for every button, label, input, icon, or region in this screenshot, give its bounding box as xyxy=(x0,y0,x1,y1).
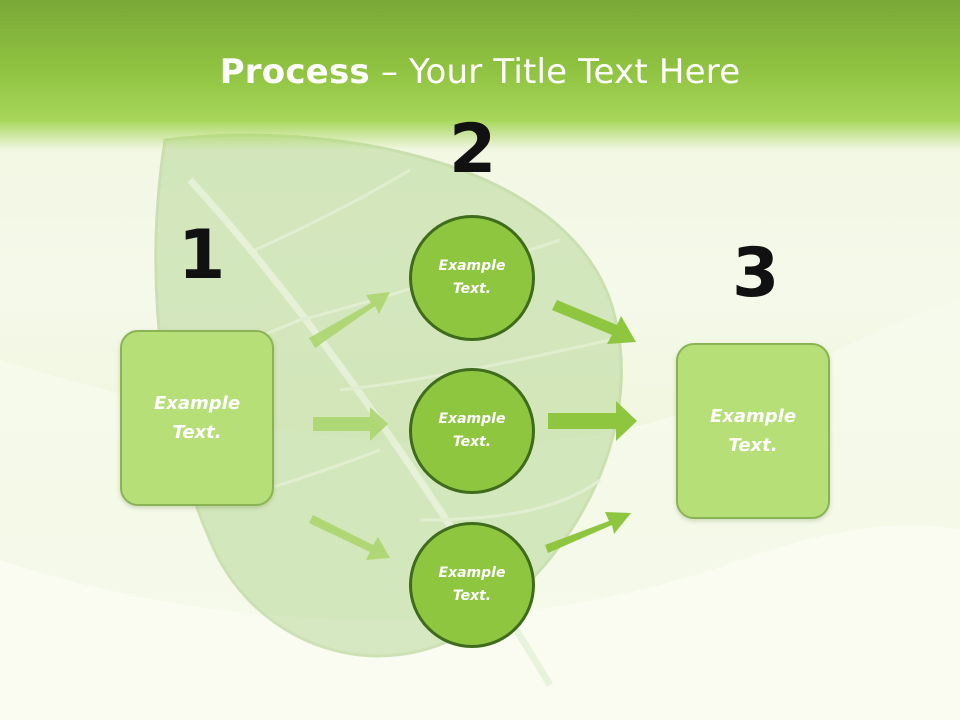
step2-circle-1: Example Text. xyxy=(409,215,535,341)
title-band xyxy=(0,0,960,150)
step1-text: Example Text. xyxy=(153,393,241,443)
step1-box: Example Text. xyxy=(120,330,274,506)
title-bold: Process xyxy=(219,52,370,92)
step2-circle-3: Example Text. xyxy=(409,522,535,648)
step-number-1: 1 xyxy=(178,216,226,295)
step-number-2: 2 xyxy=(449,110,497,189)
slide-title: Process – Your Title Text Here xyxy=(0,52,960,92)
step2-circle-2: Example Text. xyxy=(409,368,535,494)
step2-circle-2-text: Example Text. xyxy=(438,411,506,450)
title-rest: – Your Title Text Here xyxy=(369,52,741,92)
step3-text: Example Text. xyxy=(709,406,797,456)
step2-circle-3-text: Example Text. xyxy=(438,565,506,604)
step3-box: Example Text. xyxy=(676,343,830,519)
step2-circle-1-text: Example Text. xyxy=(438,258,506,297)
step-number-3: 3 xyxy=(732,234,780,313)
